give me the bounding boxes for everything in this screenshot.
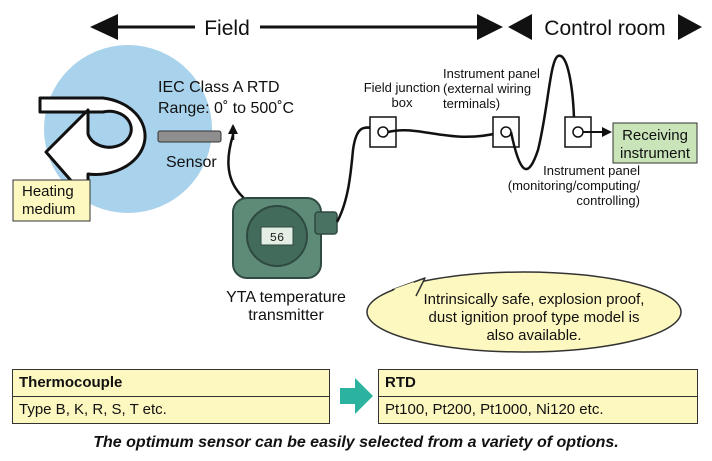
callout-ellipse xyxy=(366,271,682,353)
junction-box-label-line1: Field junction xyxy=(364,80,441,95)
junction-panel-cable xyxy=(387,128,503,139)
panel-wiring-line1: Instrument panel xyxy=(443,66,540,81)
transmitter-lcd xyxy=(260,226,294,246)
sensor-label: Sensor xyxy=(166,154,217,171)
thermocouple-title: Thermocouple xyxy=(13,370,329,397)
heating-medium-line2: medium xyxy=(22,201,75,218)
control-room-label: Control room xyxy=(544,17,665,40)
field-left-arrowhead xyxy=(90,14,118,40)
transmitter-lcd-value: 56 xyxy=(270,231,284,245)
yta-transmitter: 56 xyxy=(232,197,338,279)
heating-medium-line1: Heating xyxy=(22,183,74,200)
panel-monitoring-line2: (monitoring/computing/ xyxy=(508,178,641,193)
panel-wiring-line2: (external wiring xyxy=(443,81,531,96)
rtd-types: Pt100, Pt200, Pt1000, Ni120 etc. xyxy=(385,401,604,418)
transmitter-conduit xyxy=(314,211,338,235)
field-label: Field xyxy=(204,17,250,40)
rtd-title: RTD xyxy=(379,370,697,397)
panel-interconnect-cable xyxy=(509,54,576,171)
receiving-instrument-line2: instrument xyxy=(620,145,691,162)
receiving-instrument-line1: Receiving xyxy=(622,127,688,144)
callout-line1: Intrinsically safe, explosion proof, xyxy=(424,291,645,308)
thermocouple-types: Type B, K, R, S, T etc. xyxy=(19,401,167,418)
heating-medium-box xyxy=(12,179,91,222)
callout-tail-fill xyxy=(394,282,414,297)
hazardous-area-callout xyxy=(366,271,682,353)
transmitter-junction-cable xyxy=(335,126,380,223)
control-room-right-arrowhead xyxy=(678,14,702,40)
thermocouple-table: Thermocouple Type B, K, R, S, T etc. xyxy=(12,369,330,424)
control-room-left-arrowhead xyxy=(508,14,532,40)
junction-box-label-line2: box xyxy=(392,95,413,110)
panel-monitoring-terminal xyxy=(572,126,584,138)
heating-flow-arrow xyxy=(38,96,147,202)
junction-terminal xyxy=(377,126,389,138)
receiving-instrument-box xyxy=(612,122,698,164)
caption: The optimum sensor can be easily selecte… xyxy=(93,434,619,451)
transmitter-label-line2: transmitter xyxy=(248,307,324,324)
rtd-class-label: IEC Class A RTD xyxy=(158,79,280,96)
field-span-arrow xyxy=(90,14,503,40)
panel-wiring-terminal xyxy=(500,126,512,138)
callout-line2: dust ignition proof type model is xyxy=(429,309,640,326)
panel-monitoring-line1: Instrument panel xyxy=(543,163,640,178)
rtd-table: RTD Pt100, Pt200, Pt1000, Ni120 etc. xyxy=(378,369,698,424)
field-right-arrowhead xyxy=(477,14,503,40)
sensor-type-arrow xyxy=(340,378,373,414)
rtd-range-label: Range: 0˚ to 500˚C xyxy=(158,100,294,117)
control-room-span-arrow xyxy=(508,14,702,40)
sensor-probe xyxy=(157,130,222,143)
panel-wiring-line3: terminals) xyxy=(443,96,500,111)
transmitter-label-line1: YTA temperature xyxy=(226,289,346,306)
callout-line3: also available. xyxy=(486,327,581,344)
panel-monitoring-line3: controlling) xyxy=(576,193,640,208)
